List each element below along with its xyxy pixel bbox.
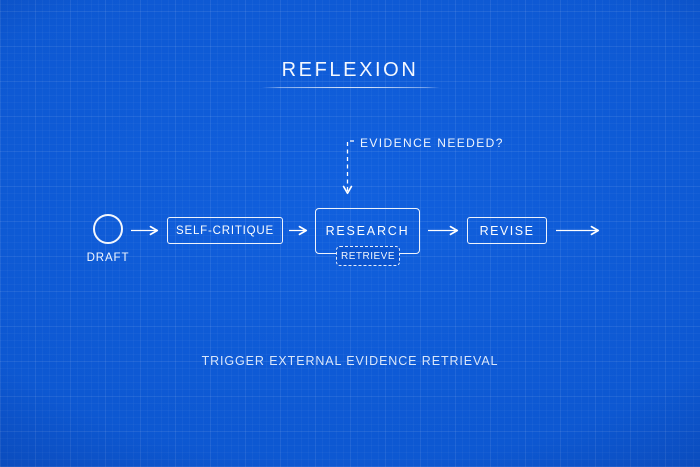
evidence-needed-label: EVIDENCE NEEDED? <box>360 136 504 150</box>
self-critique-node: SELF-CRITIQUE <box>167 217 283 244</box>
retrieve-node: RETRIEVE <box>336 246 400 266</box>
title-underline <box>262 87 440 88</box>
retrieve-node-label: RETRIEVE <box>340 250 395 262</box>
page-title: REFLEXION <box>281 59 419 81</box>
self-critique-node-label: SELF-CRITIQUE <box>176 224 274 237</box>
revise-node: REVISE <box>467 217 547 244</box>
research-node-label: RESEARCH <box>325 224 410 238</box>
draft-node-circle <box>93 214 123 244</box>
draft-node-label: DRAFT <box>86 252 130 264</box>
dashed-arrow-evidence-to-research-icon <box>342 140 354 195</box>
diagram-caption: TRIGGER EXTERNAL EVIDENCE RETRIEVAL <box>201 354 499 368</box>
revise-node-label: REVISE <box>479 223 535 238</box>
